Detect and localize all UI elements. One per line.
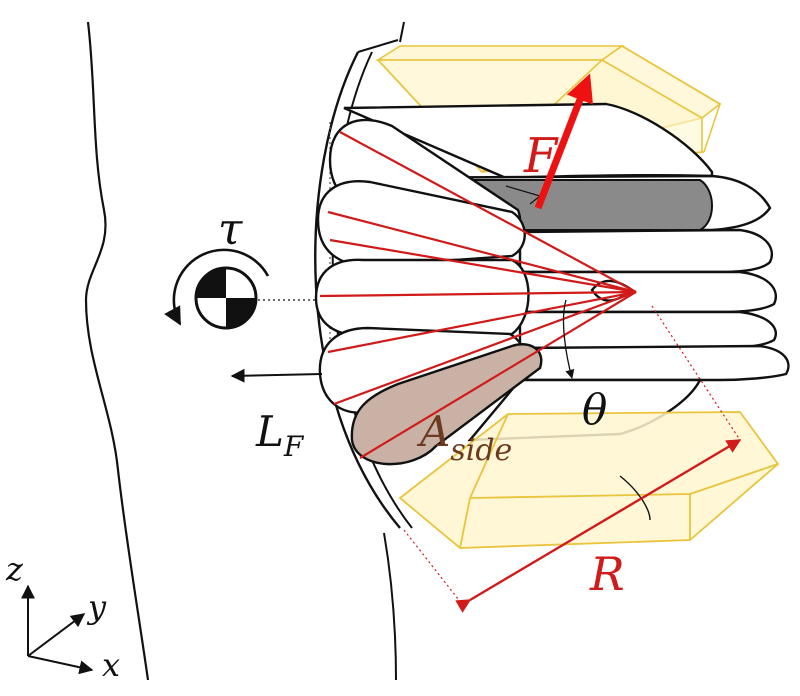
radius-dimension [403,305,742,613]
radius-label: R [589,547,625,601]
lever-arrow [230,368,323,383]
axis-x-label: x [102,646,120,684]
force-arrow [534,73,593,210]
lever-label-main: L [255,407,284,456]
body-outline-right [383,532,397,681]
plate-top-edge [357,39,399,53]
area-label-main: A [416,407,450,456]
coordinate-axes [21,584,94,675]
force-label: F [523,128,559,184]
radial-lines [319,131,637,459]
radius-arrow [455,438,742,613]
lever-label-sub: F [283,430,305,463]
torque-label: τ [218,204,243,255]
angle-label: θ [582,385,607,434]
back-plate [314,51,401,529]
axis-z-label: z [5,550,24,588]
area-label: Aside [416,407,512,468]
area-label-sub: side [450,433,512,468]
axis-y-label: y [86,588,107,626]
body-tick [399,21,405,43]
center-of-mass-icon [194,266,258,330]
lobe-fins [314,118,635,466]
body-outline-left [84,21,150,681]
lever-label: LF [255,407,305,463]
torque-arrow-icon [164,248,270,326]
theta-arc [562,299,575,379]
